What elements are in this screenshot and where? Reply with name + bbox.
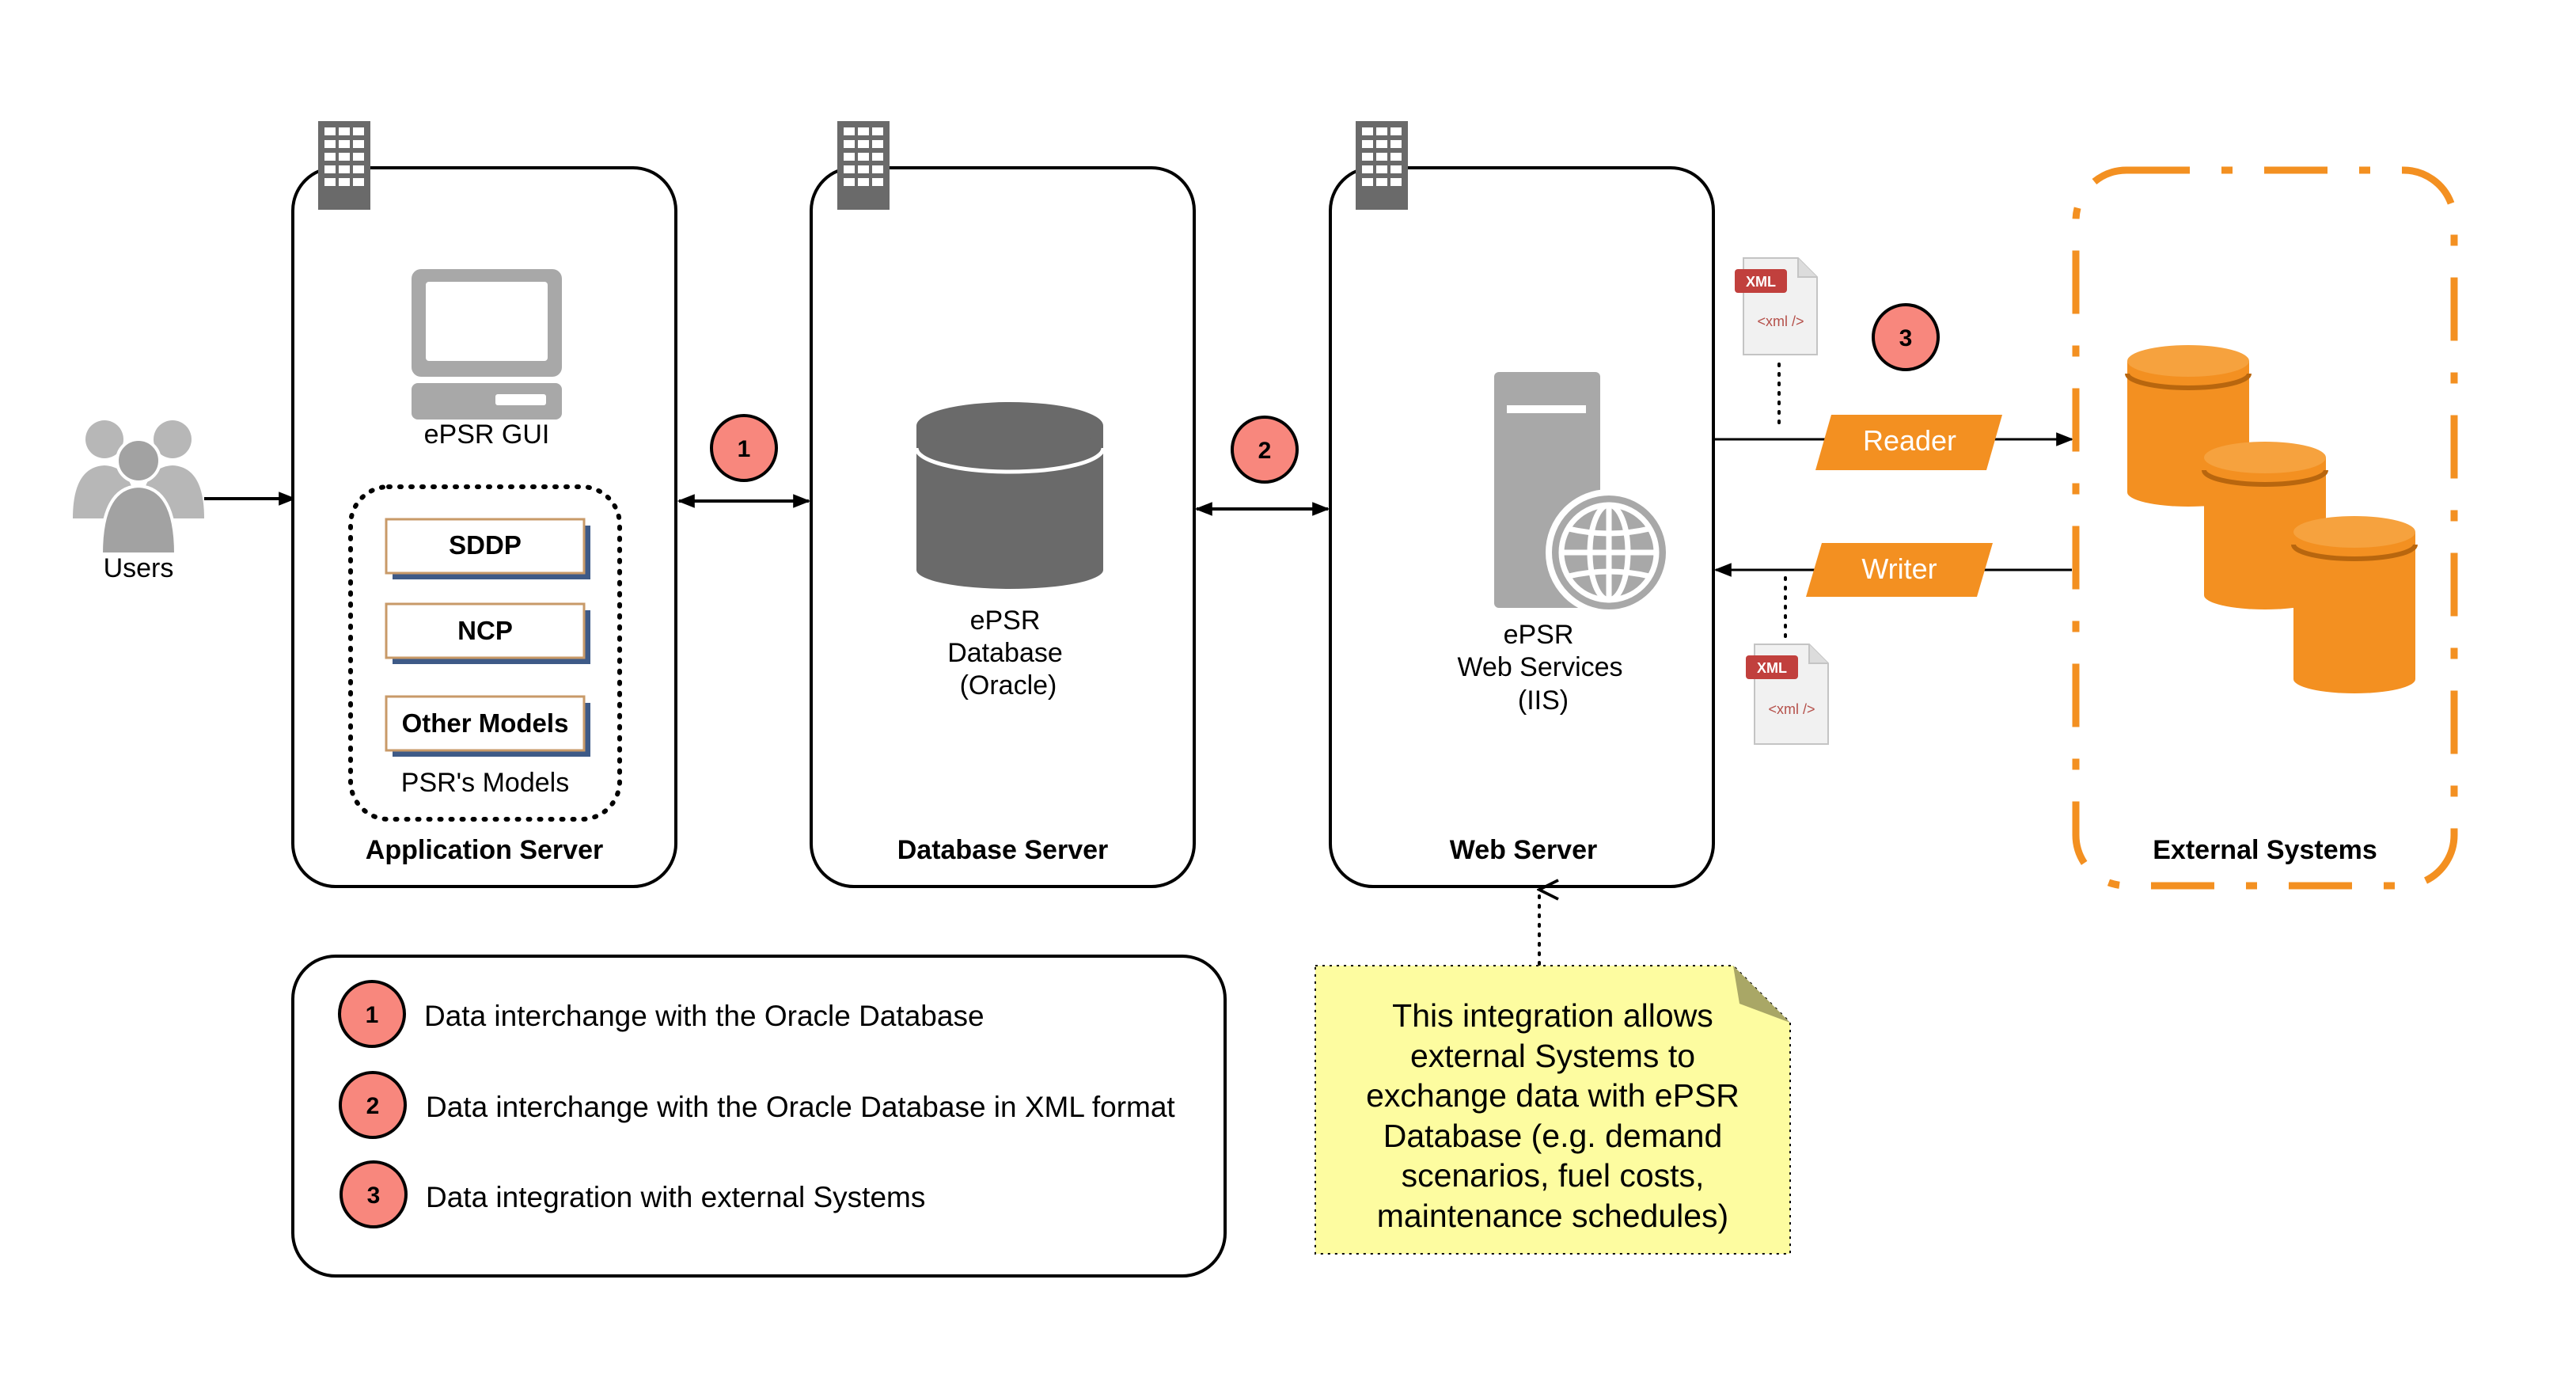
models-group [348,484,622,822]
external-systems-title: External Systems [2153,835,2377,865]
db-label-line-2: Database [947,638,1063,668]
model-sddp-label: SDDP [449,530,522,560]
legend-item-3-number: 3 [367,1183,381,1209]
legend-item-2-number: 2 [366,1093,380,1119]
application-server-title: Application Server [366,835,603,865]
database-server-title: Database Server [897,835,1109,865]
legend-item-3-text: Data integration with external Systems [426,1181,925,1213]
xml-file-icon-writer: XML <xml /> [1746,644,1829,745]
building-icon [318,121,370,210]
xml-tag-reader: XML [1746,274,1776,290]
database-cylinders-icon [2125,345,2418,693]
building-icon [837,121,890,210]
badge-3-number: 3 [1899,325,1913,351]
legend-item-2: 2 Data interchange with the Oracle Datab… [339,1071,1175,1139]
external-systems-box [2072,166,2458,890]
note-line-3: exchange data with ePSR [1366,1077,1739,1114]
note-body [1315,965,1791,1255]
model-sddp: SDDP [385,518,590,579]
xml-code-writer: <xml /> [1768,701,1815,717]
db-label-line-3: (Oracle) [960,670,1057,700]
note-line-4: Database (e.g. demand [1383,1118,1723,1154]
model-other-label: Other Models [402,708,569,738]
building-icon [1356,121,1408,210]
xml-file-icon-reader: XML <xml /> [1735,257,1818,355]
legend-item-1-number: 1 [366,1002,379,1028]
legend-item-2-text: Data interchange with the Oracle Databas… [426,1091,1175,1123]
database-server: ePSR Database (Oracle) Database Server [810,121,1196,888]
web-service-icon [1494,372,1672,616]
model-ncp-label: NCP [457,616,513,645]
note-line-1: This integration allows [1392,997,1713,1034]
note-line-5: scenarios, fuel costs, [1402,1157,1705,1194]
database-icon [914,402,1106,589]
legend: 1 Data interchange with the Oracle Datab… [291,955,1227,1278]
computer-icon [412,269,562,420]
note-fold [1733,966,1790,1023]
note: This integration allows external Systems… [1315,965,1791,1255]
gui-label: ePSR GUI [424,420,550,450]
badge-2-number: 2 [1258,438,1272,464]
legend-box [291,955,1227,1278]
badge-1: 1 [710,414,778,482]
legend-item-1-text: Data interchange with the Oracle Databas… [424,1000,984,1032]
xml-tag-writer: XML [1757,660,1787,676]
web-label-line-1: ePSR [1504,620,1574,650]
users-label: Users [104,553,174,583]
web-label-line-2: Web Services [1457,652,1622,682]
model-other: Other Models [385,695,590,757]
writer-label: Writer [1861,552,1937,585]
note-line-6: maintenance schedules) [1377,1198,1728,1234]
web-server-title: Web Server [1450,835,1597,865]
external-systems: External Systems [2072,166,2458,890]
xml-code-reader: <xml /> [1757,313,1804,329]
reader-label: Reader [1863,424,1956,457]
badge-1-number: 1 [738,436,751,462]
application-server: ePSR GUI SDDP NCP Other Models PSR's Mod… [291,121,677,888]
legend-item-3: 3 Data integration with external Systems [340,1160,925,1228]
model-ncp: NCP [385,602,590,664]
web-label-line-3: (IIS) [1518,685,1569,716]
users-icon [73,420,204,556]
writer-pill: Writer [1806,543,1993,597]
models-group-label: PSR's Models [401,768,569,798]
badge-2: 2 [1231,416,1299,484]
web-server: ePSR Web Services (IIS) Web Server [1329,121,1715,888]
db-label-line-1: ePSR [970,606,1041,636]
legend-item-1: 1 Data interchange with the Oracle Datab… [338,980,984,1048]
badge-3: 3 [1872,303,1940,371]
note-line-2: external Systems to [1410,1038,1695,1074]
reader-pill: Reader [1815,415,2002,470]
